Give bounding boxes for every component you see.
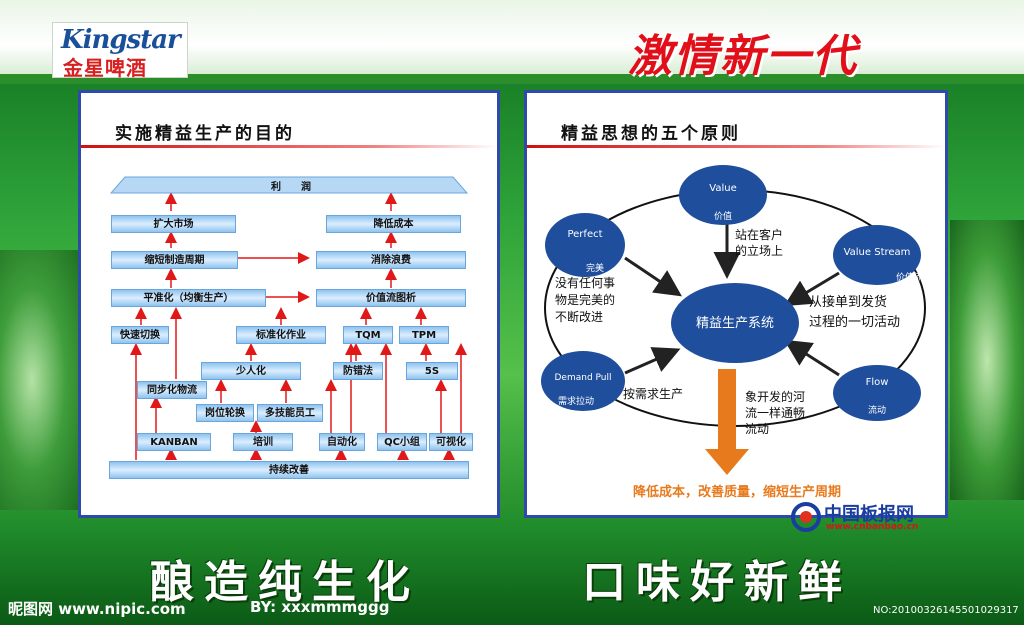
note-perfect-line: 没有任何事 bbox=[555, 276, 616, 290]
principle-value-stream-cn: 价值流 bbox=[895, 273, 923, 283]
node-profit: 利 润 bbox=[271, 182, 311, 193]
note-value-line: 的立场上 bbox=[735, 244, 784, 258]
node-kanban: KANBAN bbox=[137, 433, 211, 451]
principles-result: 降低成本，改善质量，缩短生产周期 bbox=[632, 485, 841, 500]
lean-goals-panel: 实施精益生产的目的 bbox=[78, 90, 500, 518]
note-value-stream-line: 从接单到发货 bbox=[809, 295, 888, 310]
node-training: 培训 bbox=[233, 433, 293, 451]
principle-demand-pull-cn: 需求拉动 bbox=[557, 397, 594, 407]
note-demand-pull: 按需求生产 bbox=[623, 387, 684, 401]
principle-value-stream: Value Stream bbox=[843, 247, 911, 258]
node-qc-circle: QC小组 bbox=[377, 433, 427, 451]
principle-flow-cn: 流动 bbox=[867, 406, 886, 416]
node-automation: 自动化 bbox=[319, 433, 365, 451]
node-job-rotation: 岗位轮换 bbox=[196, 404, 254, 422]
note-flow-line: 流动 bbox=[745, 422, 770, 436]
principle-flow: Flow bbox=[865, 377, 889, 388]
title-underline bbox=[527, 145, 945, 148]
credit-site: 昵图网 www.nipic.com bbox=[8, 600, 186, 618]
node-tpm: TPM bbox=[399, 326, 449, 344]
note-value-line: 站在客户 bbox=[735, 228, 784, 242]
beer-bottle-left-decoration bbox=[0, 250, 80, 510]
node-expand-market: 扩大市场 bbox=[111, 215, 236, 233]
lean-goals-title: 实施精益生产的目的 bbox=[115, 124, 295, 144]
note-perfect: 没有任何事 物是完美的 不断改进 bbox=[555, 275, 615, 326]
center-lean-system: 精益生产系统 bbox=[695, 316, 774, 331]
principle-perfect: Perfect bbox=[567, 229, 603, 240]
swirl-logo-icon bbox=[791, 502, 821, 532]
note-perfect-line: 不断改进 bbox=[555, 310, 604, 324]
node-reduce-cost: 降低成本 bbox=[326, 215, 461, 233]
note-perfect-line: 物是完美的 bbox=[555, 293, 616, 307]
node-value-stream-map: 价值流图析 bbox=[316, 289, 466, 307]
note-value: 站在客户 的立场上 bbox=[735, 227, 783, 259]
footer-slogan-left: 酿造纯生化 bbox=[150, 557, 420, 608]
principle-value-cn: 价值 bbox=[713, 212, 732, 222]
beer-bottle-right-decoration bbox=[950, 220, 1024, 500]
lean-principles-panel: 精益思想的五个原则 精益生产系统 Value 价值 Value Stream 价… bbox=[524, 90, 948, 518]
node-error-proofing: 防错法 bbox=[333, 362, 383, 380]
node-5s: 5S bbox=[406, 362, 458, 380]
node-tqm: TQM bbox=[343, 326, 393, 344]
node-quick-changeover: 快速切换 bbox=[111, 326, 169, 344]
note-value-stream: 从接单到发货 过程的一切活动 bbox=[809, 293, 900, 333]
node-fewer-people: 少人化 bbox=[201, 362, 301, 380]
node-continuous-improvement: 持续改善 bbox=[109, 461, 469, 479]
photo-number: NO:20100326145501029317 bbox=[873, 605, 1019, 616]
principles-diagram bbox=[541, 165, 926, 475]
cnbanbao-watermark: 中国板报网 www.cnbanbao.cn bbox=[790, 500, 958, 534]
node-multi-skilled: 多技能员工 bbox=[257, 404, 323, 422]
lean-principles-title: 精益思想的五个原则 bbox=[561, 124, 741, 144]
brand-logo: Kingstar 金星啤酒 bbox=[52, 22, 188, 80]
watermark-title: 中国板报网 bbox=[824, 504, 914, 525]
note-flow: 象开发的河 流一样通畅 流动 bbox=[745, 389, 805, 437]
logo-english: Kingstar bbox=[61, 25, 181, 55]
node-standard-work: 标准化作业 bbox=[236, 326, 326, 344]
node-eliminate-waste: 消除浪费 bbox=[316, 251, 466, 269]
node-visualization: 可视化 bbox=[429, 433, 473, 451]
node-sync-flow: 同步化物流 bbox=[137, 381, 207, 399]
banner-divider bbox=[0, 74, 1024, 84]
node-leveling: 平准化（均衡生产） bbox=[111, 289, 266, 307]
watermark-url: www.cnbanbao.cn bbox=[826, 522, 919, 532]
principle-value: Value bbox=[709, 183, 737, 194]
principle-perfect-cn: 完美 bbox=[585, 264, 604, 274]
logo-chinese: 金星啤酒 bbox=[63, 56, 147, 80]
lean-goals-arrows bbox=[109, 176, 469, 460]
note-flow-line: 象开发的河 bbox=[745, 390, 806, 404]
note-value-stream-line: 过程的一切活动 bbox=[809, 315, 901, 330]
note-flow-line: 流一样通畅 bbox=[745, 406, 806, 420]
title-underline bbox=[81, 145, 497, 148]
principle-demand-pull: Demand Pull bbox=[554, 373, 612, 383]
node-shorten-cycle: 缩短制造周期 bbox=[111, 251, 238, 269]
credit-author: BY: xxxmmmggg bbox=[250, 598, 390, 616]
footer-slogan-right: 口味好新鲜 bbox=[582, 557, 852, 608]
header-slogan: 激情新一代 bbox=[628, 31, 858, 82]
